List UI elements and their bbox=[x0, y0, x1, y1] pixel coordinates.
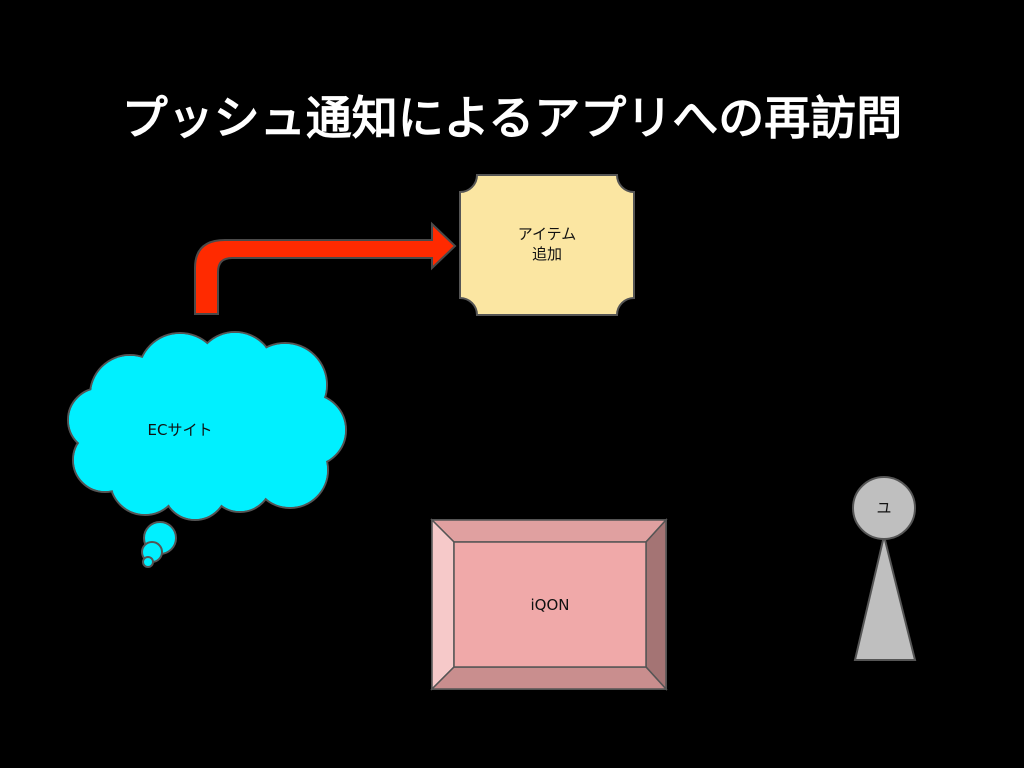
bevel-left bbox=[431, 518, 455, 691]
user-head bbox=[852, 476, 916, 540]
user-label: ユ bbox=[876, 499, 892, 517]
iqon-face bbox=[453, 541, 647, 668]
flow-arrow bbox=[194, 221, 457, 315]
thought-bubble-small bbox=[142, 556, 154, 568]
bevel-top bbox=[430, 519, 668, 543]
user-figure bbox=[852, 476, 917, 661]
bevel-bottom bbox=[430, 666, 668, 690]
bevel-right bbox=[645, 518, 667, 691]
item-added-label-line-2: 追加 bbox=[531, 245, 562, 263]
ec-site-node bbox=[67, 331, 347, 568]
slide-title: プッシュ通知によるアプリへの再訪問 bbox=[121, 91, 903, 145]
ec-site-label: ECサイト bbox=[147, 421, 213, 439]
iqon-label: iQON bbox=[530, 596, 570, 614]
item-added-node bbox=[459, 174, 635, 316]
flow-arrow-shape bbox=[194, 221, 457, 315]
user-body bbox=[853, 535, 917, 661]
item-added-label-line-1: アイテム bbox=[517, 225, 577, 243]
item-added-label: アイテム 追加 bbox=[460, 224, 634, 264]
iqon-node bbox=[430, 518, 668, 691]
